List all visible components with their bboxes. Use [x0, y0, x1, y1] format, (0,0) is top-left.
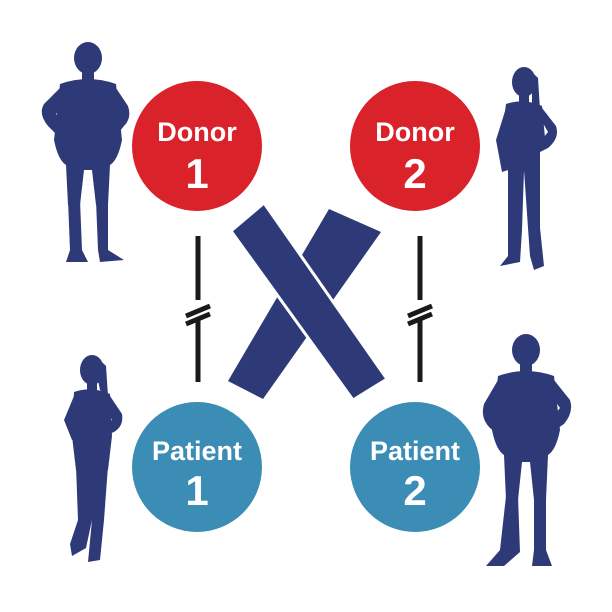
patient-1-node: Patient 1	[132, 402, 262, 532]
patient-1-number: 1	[185, 467, 208, 514]
donor-2-node: Donor 2	[350, 81, 480, 211]
patient-2-label: Patient	[370, 436, 460, 466]
donor-1-circle	[132, 81, 262, 211]
cross-bar-donor1-to-patient2	[228, 200, 390, 403]
patient-1-label: Patient	[152, 436, 242, 466]
patient-2-circle	[350, 402, 480, 532]
patient-2-node: Patient 2	[350, 402, 480, 532]
broken-link-icon	[185, 236, 433, 382]
patient-1-circle	[132, 402, 262, 532]
donor-2-number: 2	[403, 150, 426, 197]
donor-2-silhouette-icon	[496, 67, 557, 270]
donor-1-silhouette-icon	[41, 42, 130, 262]
donor-2-label: Donor	[375, 117, 455, 147]
patient-1-silhouette-icon	[64, 355, 123, 562]
cross-exchange	[228, 200, 390, 403]
patient-2-silhouette-icon	[482, 334, 572, 566]
donor-1-node: Donor 1	[132, 81, 262, 211]
patient-2-number: 2	[403, 467, 426, 514]
donor-2-circle	[350, 81, 480, 211]
donor-1-number: 1	[185, 150, 208, 197]
donor-1-label: Donor	[157, 117, 237, 147]
